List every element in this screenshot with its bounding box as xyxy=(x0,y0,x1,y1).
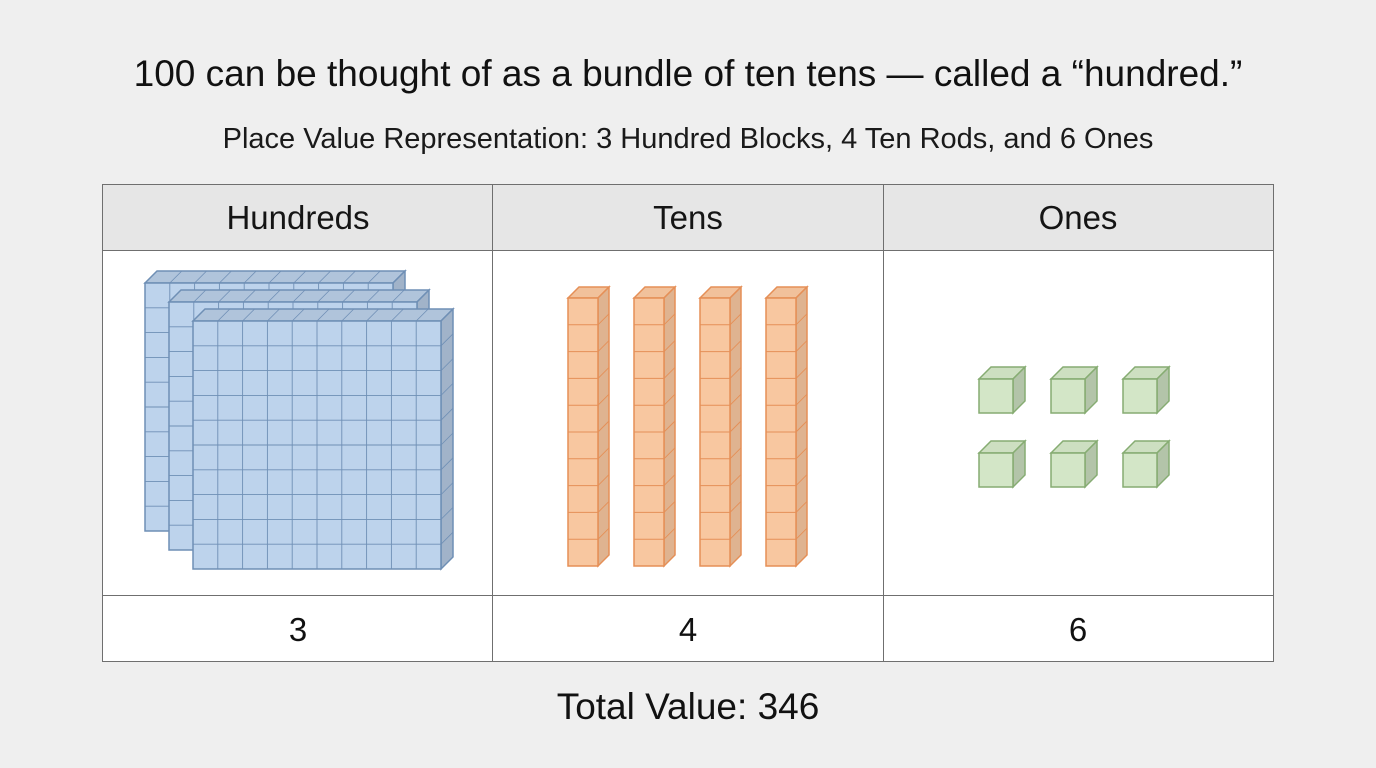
count-tens: 4 xyxy=(678,611,698,648)
base-ten-blocks xyxy=(143,269,1171,571)
header-hundreds: Hundreds xyxy=(226,199,370,236)
unit-cube-icon xyxy=(977,365,1027,415)
column-divider-1 xyxy=(492,185,493,661)
header-row xyxy=(103,185,1273,250)
unit-cube-icon xyxy=(1049,365,1099,415)
hundred-flat-block-icon xyxy=(191,307,455,571)
ten-rod-icon xyxy=(632,285,677,568)
unit-cube-icon xyxy=(1121,439,1171,489)
place-value-table: Hundreds Tens Ones 3 4 6 xyxy=(102,184,1274,662)
ten-rod-icon xyxy=(698,285,743,568)
total-value: Total Value: 346 xyxy=(556,686,820,727)
page-subtitle: Place Value Representation: 3 Hundred Bl… xyxy=(222,123,1154,155)
column-divider-2 xyxy=(883,185,884,661)
unit-cube-icon xyxy=(1121,365,1171,415)
header-divider xyxy=(103,250,1273,251)
page-title: 100 can be thought of as a bundle of ten… xyxy=(133,53,1243,94)
header-tens: Tens xyxy=(653,199,723,236)
header-ones: Ones xyxy=(1038,199,1118,236)
tens-rods xyxy=(566,285,809,568)
count-divider xyxy=(103,595,1273,596)
ten-rod-icon xyxy=(764,285,809,568)
unit-cube-icon xyxy=(1049,439,1099,489)
hundreds-blocks xyxy=(143,269,455,571)
ten-rod-icon xyxy=(566,285,611,568)
ones-cubes xyxy=(977,365,1171,489)
count-hundreds: 3 xyxy=(288,611,308,648)
count-ones: 6 xyxy=(1068,611,1088,648)
unit-cube-icon xyxy=(977,439,1027,489)
